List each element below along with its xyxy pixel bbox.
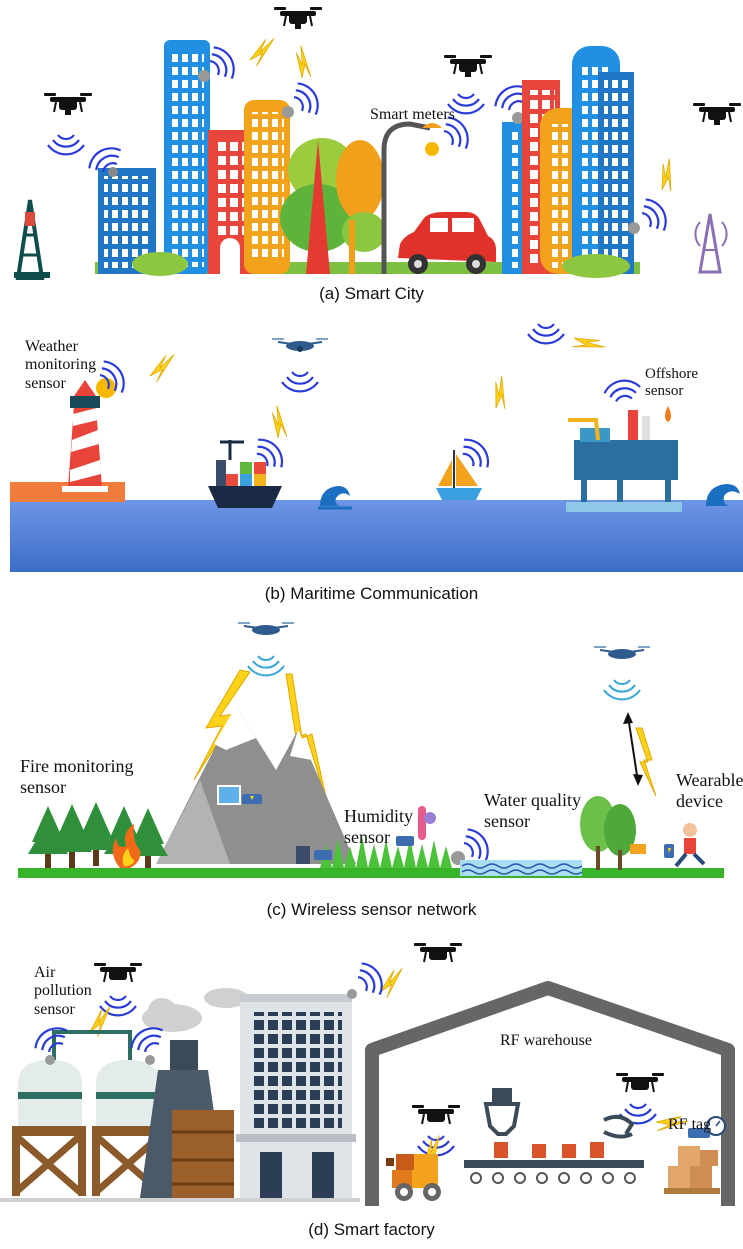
ground-strip [0, 1198, 360, 1202]
building-icon [572, 46, 673, 274]
cell-tower-right-icon [694, 213, 728, 274]
wsn-illustration [18, 622, 724, 878]
label-rf-tag: RF tag [668, 1116, 712, 1133]
conveyor-belt-icon [464, 1088, 644, 1184]
panel-smart-city: Smart meters (a) Smart City [0, 0, 743, 310]
lightning-icon [193, 669, 251, 781]
label-line: sensor [484, 810, 530, 831]
forest-icon [28, 802, 168, 872]
lightning-icon [650, 156, 687, 195]
lightning-icon [244, 36, 282, 68]
tree-icon [580, 796, 646, 870]
building-icon [164, 40, 241, 274]
label-line: Humidity [344, 806, 414, 826]
lightning-icon [635, 727, 657, 797]
maritime-illustration [10, 322, 743, 572]
label-line: sensor [25, 374, 66, 392]
chimney-icon [140, 1040, 234, 1198]
label-line: Offshore [645, 366, 699, 382]
label-line: sensor [344, 826, 390, 847]
lightning-icon [483, 374, 520, 413]
wifi-icon [46, 133, 86, 156]
label-line: pollution [34, 982, 92, 1000]
panel-maritime: Weather monitoring sensor Offshore senso… [0, 310, 743, 610]
wifi-icon [280, 370, 320, 393]
drone-icon [615, 1072, 665, 1093]
cloud-icon [142, 988, 248, 1032]
warehouse-icon [365, 981, 735, 1206]
lightning-icon [288, 44, 321, 82]
wave-icon [318, 486, 352, 510]
sailboat-icon [436, 432, 496, 500]
solar-sensor-icon [217, 785, 262, 805]
caption-wsn: (c) Wireless sensor network [266, 900, 477, 919]
car-icon [398, 212, 496, 274]
wifi-icon [247, 655, 285, 677]
rf-tag-sensor-icon [688, 1116, 726, 1138]
panel-smart-factory: Air pollution sensor RF warehouse RF tag… [0, 920, 743, 1249]
label-smart-meters: Smart meters [370, 106, 455, 123]
lightning-icon [264, 404, 297, 442]
smart-factory-illustration [0, 942, 735, 1206]
boxes-icon [664, 1146, 720, 1194]
drone-icon [237, 622, 295, 636]
wave-icon [706, 484, 740, 506]
label-line: monitoring [25, 356, 97, 374]
drone-icon [692, 102, 742, 126]
wifi-icon [603, 679, 641, 701]
label-air-pollution-sensor: Air pollution sensor [34, 964, 92, 1019]
label-water-quality-sensor: Water quality sensor [484, 790, 581, 831]
lightning-icon [568, 326, 607, 364]
water-stream-icon [460, 860, 583, 876]
label-line: Weather [25, 338, 78, 355]
label-offshore-sensor: Offshore sensor [645, 366, 698, 401]
lighthouse-icon [62, 355, 131, 492]
caption-maritime: (b) Maritime Communication [264, 584, 479, 603]
label-humidity-sensor: Humidity sensor [344, 806, 413, 847]
wifi-icon [526, 322, 566, 345]
drone-icon [271, 338, 329, 353]
drone-icon [43, 92, 93, 116]
building-icon [244, 77, 325, 274]
drone-icon [413, 942, 463, 963]
caption-smart-factory: (d) Smart factory [308, 1220, 435, 1239]
fire-icon [112, 824, 141, 868]
panel-wireless-sensor-network: Fire monitoring sensor Humidity sensor W… [0, 610, 743, 920]
drone-icon [443, 54, 493, 78]
label-line: Fire monitoring [20, 756, 134, 776]
cargo-ship-icon [208, 432, 290, 508]
drone-icon [593, 646, 651, 660]
cell-tower-left-icon [14, 199, 50, 280]
drone-icon [93, 962, 143, 983]
label-line: Air [34, 964, 56, 981]
runner-icon [664, 823, 706, 868]
office-building-icon [236, 957, 389, 1200]
label-line: Water quality [484, 790, 582, 810]
label-fire-sensor: Fire monitoring sensor [20, 756, 134, 797]
tree-icon [280, 138, 386, 274]
drone-icon [273, 6, 323, 30]
label-line: Wearable [676, 770, 743, 790]
label-weather-sensor: Weather monitoring sensor [25, 338, 96, 393]
drone-icon [411, 1104, 461, 1125]
smart-city-illustration [14, 6, 742, 280]
lightning-icon [144, 352, 182, 384]
label-line: sensor [34, 1000, 75, 1018]
ground-strip [18, 868, 724, 878]
double-arrow [623, 712, 643, 786]
label-wearable-device: Wearable device [676, 770, 743, 811]
offshore-oil-rig-icon [566, 376, 682, 512]
forklift-icon [386, 1154, 441, 1201]
label-line: sensor [645, 383, 684, 400]
caption-smart-city: (a) Smart City [319, 284, 424, 303]
mountain-icon [156, 706, 356, 864]
label-rf-warehouse: RF warehouse [500, 1032, 592, 1049]
label-line: device [676, 790, 723, 811]
street-lamp-icon [381, 111, 475, 274]
label-line: sensor [20, 776, 66, 797]
